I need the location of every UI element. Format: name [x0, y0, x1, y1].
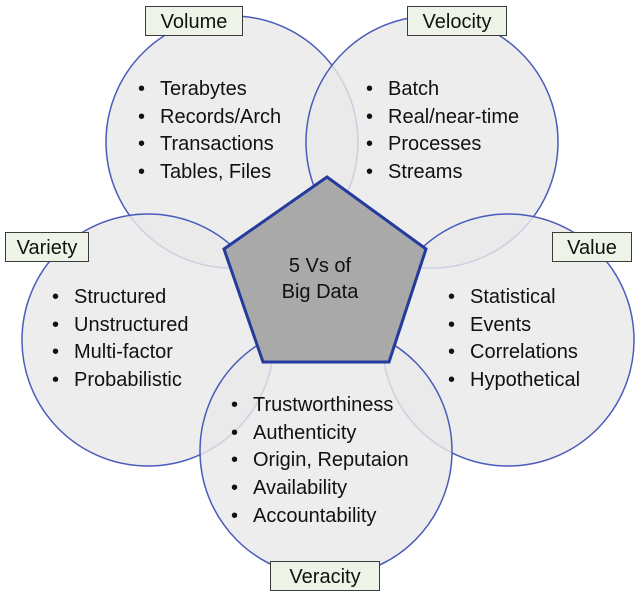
velocity-list: Batch Real/near-time Processes Streams — [366, 76, 519, 187]
list-item: Origin, Reputaion — [231, 447, 409, 475]
volume-label: Volume — [145, 6, 243, 36]
center-pentagon — [222, 175, 428, 364]
list-item: Probabilistic — [52, 367, 189, 395]
list-item: Trustworthiness — [231, 392, 409, 420]
list-item: Tables, Files — [138, 159, 281, 187]
value-label: Value — [552, 232, 632, 262]
list-item: Streams — [366, 159, 519, 187]
veracity-label: Veracity — [270, 561, 380, 591]
velocity-label: Velocity — [407, 6, 507, 36]
variety-list: Structured Unstructured Multi-factor Pro… — [52, 284, 189, 395]
list-item: Structured — [52, 284, 189, 312]
veracity-list: Trustworthiness Authenticity Origin, Rep… — [231, 392, 409, 531]
center-label-line2: Big Data — [281, 281, 359, 303]
list-item: Statistical — [448, 284, 580, 312]
list-item: Correlations — [448, 339, 580, 367]
variety-label: Variety — [5, 232, 89, 262]
center-label: 5 Vs of Big Data — [262, 253, 378, 305]
list-item: Unstructured — [52, 312, 189, 340]
list-item: Hypothetical — [448, 367, 580, 395]
list-item: Availability — [231, 475, 409, 503]
list-item: Transactions — [138, 131, 281, 159]
center-label-line1: 5 Vs of — [288, 255, 352, 277]
list-item: Events — [448, 312, 580, 340]
list-item: Multi-factor — [52, 339, 189, 367]
value-list: Statistical Events Correlations Hypothet… — [448, 284, 580, 395]
list-item: Terabytes — [138, 76, 281, 104]
list-item: Authenticity — [231, 420, 409, 448]
list-item: Batch — [366, 76, 519, 104]
list-item: Records/Arch — [138, 104, 281, 132]
list-item: Real/near-time — [366, 104, 519, 132]
list-item: Processes — [366, 131, 519, 159]
list-item: Accountability — [231, 503, 409, 531]
volume-list: Terabytes Records/Arch Transactions Tabl… — [138, 76, 281, 187]
